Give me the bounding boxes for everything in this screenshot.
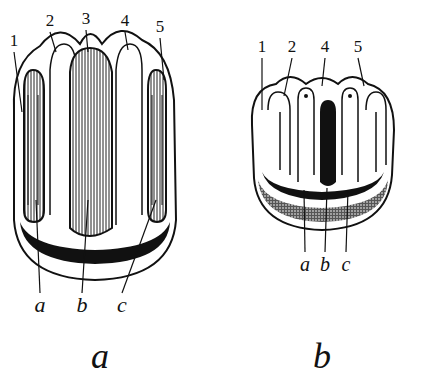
callout-number: 1 (10, 32, 19, 49)
callout-number: 5 (156, 18, 165, 35)
part-letter: a (300, 254, 310, 274)
callout-number: 4 (321, 38, 330, 55)
part-letter: c (342, 254, 351, 274)
callout-number: 2 (46, 12, 55, 29)
tooth-b (252, 77, 394, 230)
leader-lines-a (14, 30, 164, 293)
callout-number: 4 (121, 12, 130, 29)
part-letter: b (77, 294, 88, 316)
callout-number: 5 (354, 38, 363, 55)
callout-number: 3 (82, 10, 91, 27)
callout-number: 1 (258, 38, 267, 55)
leader-lines-b (262, 58, 364, 252)
figure-caption: a (91, 338, 109, 374)
part-letter: a (35, 294, 46, 316)
figure-caption: b (313, 338, 331, 374)
part-letter: b (320, 254, 330, 274)
part-letter: c (117, 294, 127, 316)
callout-number: 2 (288, 38, 297, 55)
